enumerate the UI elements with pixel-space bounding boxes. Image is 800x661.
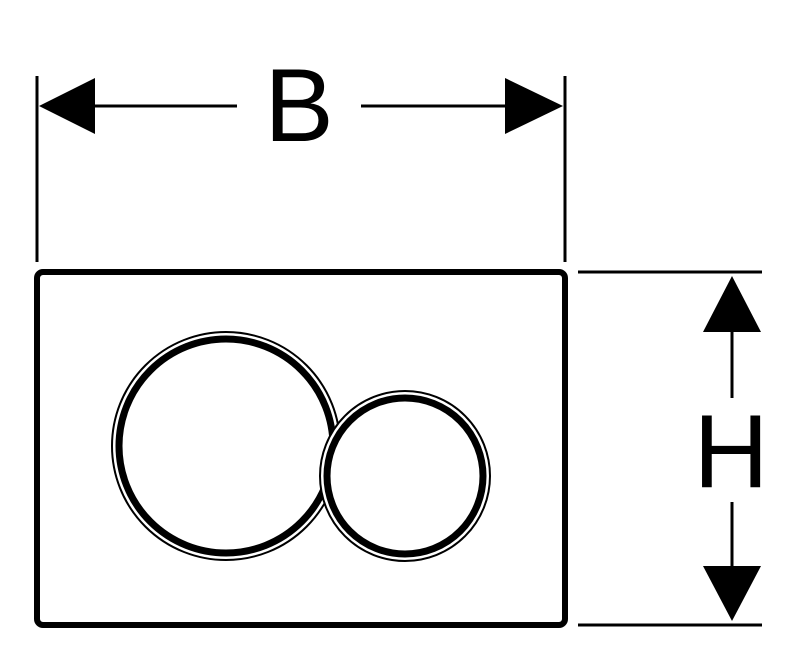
large-flush-button [115,335,337,557]
height-arrowhead-top [703,276,761,332]
small-button-outer-ring [319,390,491,562]
height-label: H [693,394,768,510]
width-arrowhead-left [39,78,95,134]
width-label: B [264,48,333,164]
height-dimension: H [578,270,769,627]
large-button-outer-ring [111,331,341,561]
flush-plate-outline [34,269,568,628]
height-arrowhead-bottom [703,566,761,621]
width-arrowhead-right [505,78,563,134]
width-dimension: B [35,48,567,262]
small-flush-button [323,394,487,558]
